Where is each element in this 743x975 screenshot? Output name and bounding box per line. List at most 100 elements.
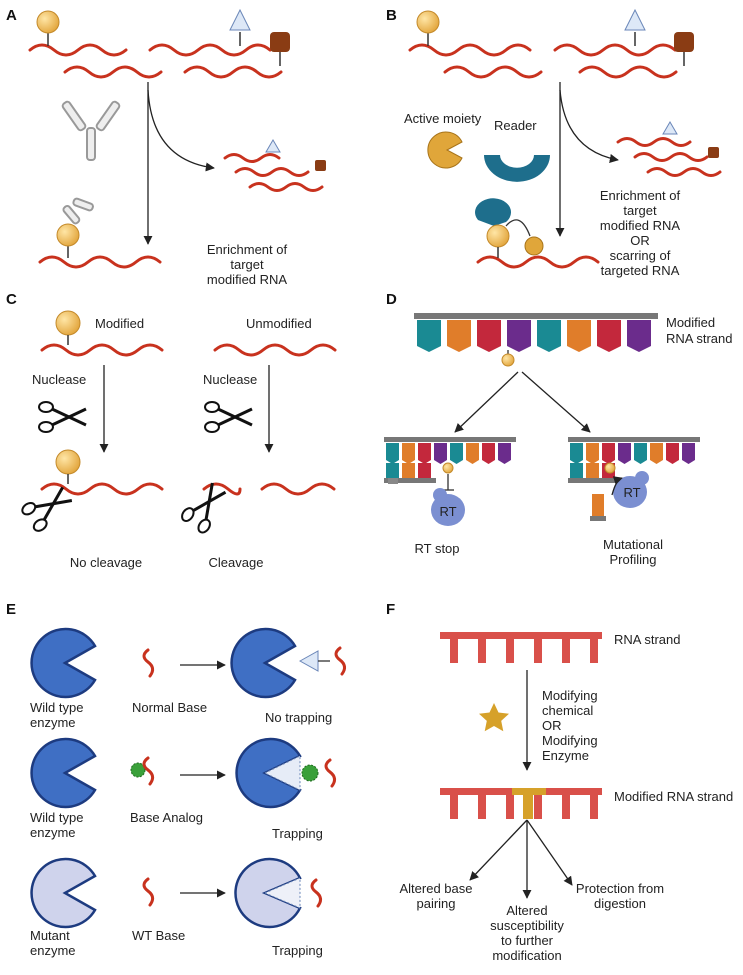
active-moiety-icon [427,131,463,169]
rt-stop-label: RT stop [414,541,459,556]
enzyme-label: enzyme [30,943,76,958]
rna-base [562,639,570,663]
modification-triangle-icon [265,139,281,153]
rna-strand [234,167,310,177]
modified-rna-strand-label: RNA strand [666,331,732,346]
panel-d-letter: D [386,291,397,308]
modified-base [523,795,533,819]
rna-strand [334,646,347,676]
rna-base [506,639,514,663]
modification-sphere-icon [486,224,510,248]
enzyme-label: Mutant [30,928,70,943]
caption-b-line: OR [630,233,650,248]
rna-base [534,795,542,819]
rna-strand [578,65,678,79]
rna-base [477,320,501,352]
rna-base [434,443,447,464]
rna-base [482,443,495,464]
star-icon [479,703,509,732]
rna-strand [183,65,283,79]
result-label: Trapping [272,826,323,841]
rna-base [478,795,486,819]
rna-strand [248,182,324,192]
active-moiety-icon [524,236,544,256]
rna-base [450,795,458,819]
modification-sphere-icon [56,223,80,247]
rna-base [402,443,415,464]
rna-base [402,463,415,478]
panel-c-letter: C [6,291,17,308]
rna-strand [616,137,692,147]
modified-rna-strand-label: Modified [666,315,715,330]
antibody-icon [62,197,94,225]
panel-a-letter: A [6,7,17,24]
rna-base [666,443,679,464]
modified-label: Modified [95,316,144,331]
caption-a-line: Enrichment of [207,242,288,257]
wild-type-enzyme-icon [30,627,97,699]
modification-sphere-icon [416,10,440,34]
rna-base [498,443,511,464]
rna-base [507,320,531,352]
reader-label: Reader [494,118,537,133]
rna-strand-label: RNA strand [614,632,680,647]
modified-rna-strand [440,788,602,819]
rna-strand [646,167,722,177]
enzyme-label: Wild type [30,700,83,715]
rna-strand [213,343,337,357]
mutant-enzyme-icon [234,857,302,929]
modification-square-icon [270,32,290,52]
modification-triangle-icon [624,8,646,31]
rna-strand [223,153,281,163]
outcome-label: modification [492,948,561,963]
result-label: No trapping [265,710,332,725]
rna-strand [553,43,677,57]
rna-base [450,639,458,663]
caption-a-line: modified RNA [207,272,288,287]
rna-base [478,639,486,663]
outcome-label: Altered base [400,881,473,896]
rna-base [590,795,598,819]
result-label: Trapping [272,943,323,958]
rna-base [506,795,514,819]
caption-b-line: targeted RNA [601,263,680,278]
base-label: WT Base [132,928,185,943]
rt-label: RT [623,485,640,500]
modified-base-icon [298,650,319,672]
rna-strand [40,482,164,496]
outcome-label: Altered [506,903,547,918]
outcome-label: digestion [594,896,646,911]
rna-base [586,443,599,464]
caption-b-line: target [623,203,657,218]
rna-base [417,320,441,352]
modification-triangle-icon [662,121,678,135]
enzyme-label: enzyme [30,825,76,840]
panel-c: C Modified Unmodified Nuclease Nuclease … [6,291,337,570]
rna-strand [310,878,323,908]
rna-strand [38,255,162,269]
modification-sphere-icon [36,10,60,34]
mutant-enzyme-icon [30,857,97,929]
no-cleavage-label: No cleavage [70,555,142,570]
nuclease-label: Nuclease [32,372,86,387]
unmodified-label: Unmodified [246,316,312,331]
enzyme-label: Wild type [30,810,83,825]
rna-base [597,320,621,352]
base-label: Base Analog [130,810,203,825]
wt-base-icon [142,877,155,907]
caption-b-line: scarring of [610,248,671,263]
reverse-transcriptase-icon [431,494,465,526]
rna-base [634,443,647,464]
scissors-icon [203,400,254,434]
active-moiety-label: Active moiety [404,111,482,126]
rna-base [447,320,471,352]
normal-base-icon [142,648,155,678]
modifier-label: OR [542,718,562,733]
rna-strand-rt-stop [384,437,516,483]
reader-icon [484,155,550,182]
rna-base [450,443,463,464]
panel-a: A Enrichment of target [6,7,326,287]
panel-b: B Active moiety Reader Enrichment of tar… [386,7,722,278]
rna-base [592,494,604,518]
base-analog-icon [301,764,319,782]
